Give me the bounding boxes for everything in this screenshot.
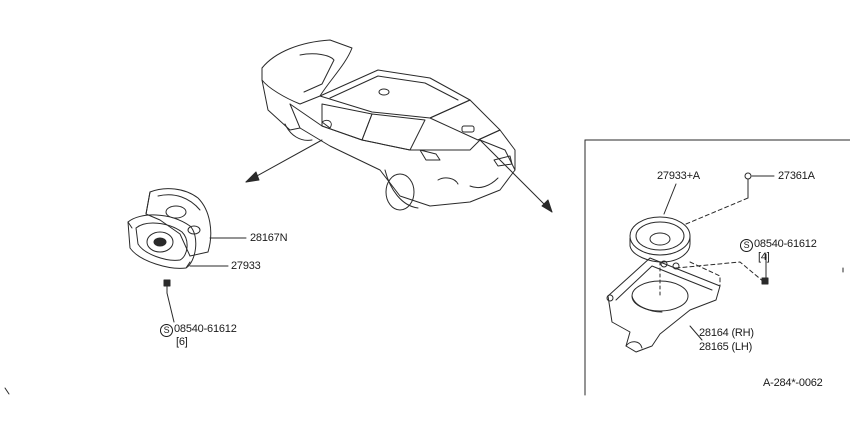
inset-frame [585,140,850,395]
diagram-code: A-284*-0062 [763,377,823,389]
label-inset-grommet: 27361A [778,170,815,182]
inset-speaker-assembly [607,173,768,352]
label-inset-bracket-lh: 28165 (LH) [699,341,753,353]
arrow-to-inset [480,140,552,212]
leader-inset-bracket [690,326,702,340]
arrow-to-rear-speaker [246,140,322,182]
corner-mark [5,388,9,394]
s-circle-icon: S [160,324,173,337]
label-inset-speaker: 27933+A [657,170,700,182]
label-inset-bracket-rh: 28164 (RH) [699,327,754,339]
label-rear-screw-qty: [6] [176,336,188,348]
inset-screw-part: 08540-61612 [754,238,817,250]
leader-inset-speaker [664,184,676,214]
label-inset-screw-qty: [4] [758,251,770,263]
leader-rear-screw [167,293,174,322]
s-circle-icon: S [740,239,753,252]
car-illustration [262,40,515,210]
rear-screw-part: 08540-61612 [174,323,237,335]
label-rear-speaker: 27933 [231,260,261,272]
rear-speaker-assembly [128,189,211,293]
label-rear-bracket: 28167N [250,232,288,244]
